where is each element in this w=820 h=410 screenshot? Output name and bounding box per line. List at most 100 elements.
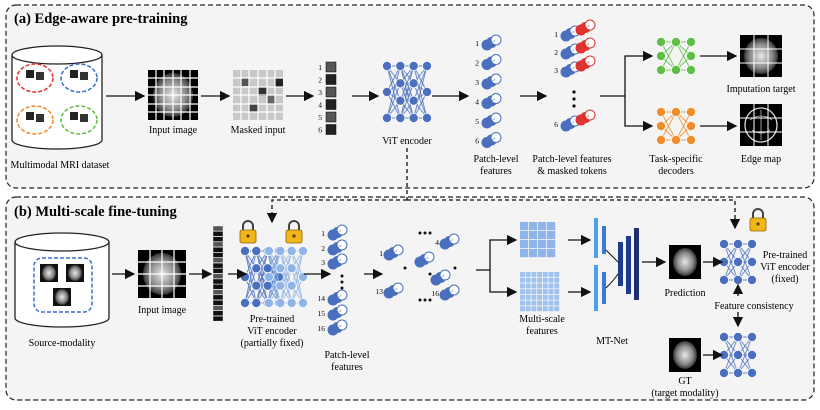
masked-index-a: 6 <box>554 120 558 129</box>
mtnet-layer <box>634 228 639 300</box>
dataset-label: Multimodal MRI dataset <box>11 160 110 171</box>
gt-label-2: (target modality) <box>651 388 718 399</box>
masked-input-label: Masked input <box>231 125 286 136</box>
decoder-orange-node <box>686 121 697 132</box>
decoder-orange-node <box>656 107 667 118</box>
pretrained-partial-label-2: ViT encoder <box>247 326 297 337</box>
decoder-orange-node <box>671 134 682 145</box>
multiscale-label-2: features <box>526 326 558 337</box>
pretrained-fixed-label-1: Pre-trained <box>763 250 807 261</box>
prediction-image <box>669 245 701 279</box>
gt-image <box>669 338 701 372</box>
vit-b-trainable-node <box>263 245 274 256</box>
feature-index-a: 6 <box>475 137 479 146</box>
vit-a-node <box>408 61 419 72</box>
vit-a-node <box>408 95 419 106</box>
vit-fixed-top-node <box>747 238 758 249</box>
decoder-green-node <box>686 51 697 62</box>
vit-fixed-top-node <box>733 256 744 267</box>
vit-b-node <box>251 280 262 291</box>
vit-a-node <box>421 61 432 72</box>
vit-a-node <box>421 113 432 124</box>
arrows-b <box>112 234 744 361</box>
lock-icons <box>239 208 767 244</box>
multiscale-label-1: Multi-scale <box>519 314 565 325</box>
vit-b-trainable-node <box>263 271 274 282</box>
patch-masked-label-2: & masked tokens <box>537 166 607 177</box>
decoder-orange-node <box>686 134 697 145</box>
masked-index-a: 2 <box>554 48 558 57</box>
input-image-b-label: Input image <box>138 305 187 316</box>
feature-index-a: 3 <box>475 78 479 87</box>
vit-fixed-bottom-node <box>733 331 744 342</box>
feature-index-b: 1 <box>321 229 325 238</box>
mri-dataset-cylinder <box>11 45 103 150</box>
vit-b-node <box>251 245 262 256</box>
decoder-green-node <box>656 65 667 76</box>
vit-b-trainable-node <box>275 245 286 256</box>
source-modality-cylinder <box>14 232 110 328</box>
feature-index-a: 2 <box>475 59 479 68</box>
gt-label-1: GT <box>678 376 691 387</box>
patch-features-a-label-1: Patch-level <box>474 154 519 165</box>
vit-b-trainable-node <box>286 280 297 291</box>
vit-b-node <box>239 245 250 256</box>
mtnet-layer <box>626 236 631 294</box>
task-decoders-label-2: decoders <box>658 166 694 177</box>
imputation-target-image <box>740 35 782 77</box>
feature-index-a: 5 <box>475 117 479 126</box>
masked-input-a <box>233 70 283 120</box>
vit-fixed-bottom-node <box>733 367 744 378</box>
vit-fixed-top-node <box>733 274 744 285</box>
vit-a-node <box>381 87 392 98</box>
vit-b-node <box>251 263 262 274</box>
vit-fixed-bottom-node <box>733 349 744 360</box>
vit-encoder-label: ViT encoder <box>382 136 432 147</box>
multiscale-feature-grids <box>520 222 560 312</box>
vit-fixed-top-node <box>719 274 730 285</box>
patch-index-a: 4 <box>318 101 322 110</box>
feature-index-b: 14 <box>318 294 326 303</box>
mtnet-layer <box>602 272 606 304</box>
vit-b-trainable-node <box>275 263 286 274</box>
mtnet-layer <box>594 218 598 258</box>
vit-fixed-top-node <box>733 238 744 249</box>
masked-index-a: 3 <box>554 66 558 75</box>
feature-consistency-label: Feature consistency <box>714 301 793 312</box>
task-decoders-label-1: Task-specific <box>649 154 703 165</box>
patch-index-a: 2 <box>318 76 322 85</box>
decoder-orange-node <box>656 121 667 132</box>
vit-fixed-top-node <box>747 274 758 285</box>
grid-index-b: 13 <box>376 287 384 296</box>
edge-map-label: Edge map <box>741 154 781 165</box>
section-b-title: (b) Multi-scale fine-tuning <box>14 204 177 220</box>
section-b-frame <box>5 196 815 401</box>
vit-fixed-bottom-node <box>747 349 758 360</box>
patch-strip-b <box>212 225 224 322</box>
vit-b-trainable-node <box>263 297 274 308</box>
patch-masked-tokens-a: 1 2 3 6 <box>554 19 596 132</box>
decoder-imputation <box>656 37 697 76</box>
patch-features-a-label-2: features <box>480 166 512 177</box>
vit-a-node <box>421 87 432 98</box>
decoder-green-node <box>671 65 682 76</box>
prediction-label: Prediction <box>664 288 705 299</box>
mtnet-layer <box>618 242 623 286</box>
vit-a-node <box>381 61 392 72</box>
feature-index-b: 15 <box>318 309 326 318</box>
mtnet-block <box>594 218 639 311</box>
vit-a-node <box>395 113 406 124</box>
decoder-green-node <box>656 51 667 62</box>
section-a-title: (a) Edge-aware pre-training <box>14 11 188 27</box>
decoder-orange-node <box>686 107 697 118</box>
mtnet-layer <box>602 226 606 254</box>
masked-index-a: 1 <box>554 30 558 39</box>
vit-fixed-bottom-node <box>719 367 730 378</box>
decoder-orange-node <box>656 134 667 145</box>
vit-a-node <box>408 78 419 89</box>
patch-index-a: 5 <box>318 113 322 122</box>
